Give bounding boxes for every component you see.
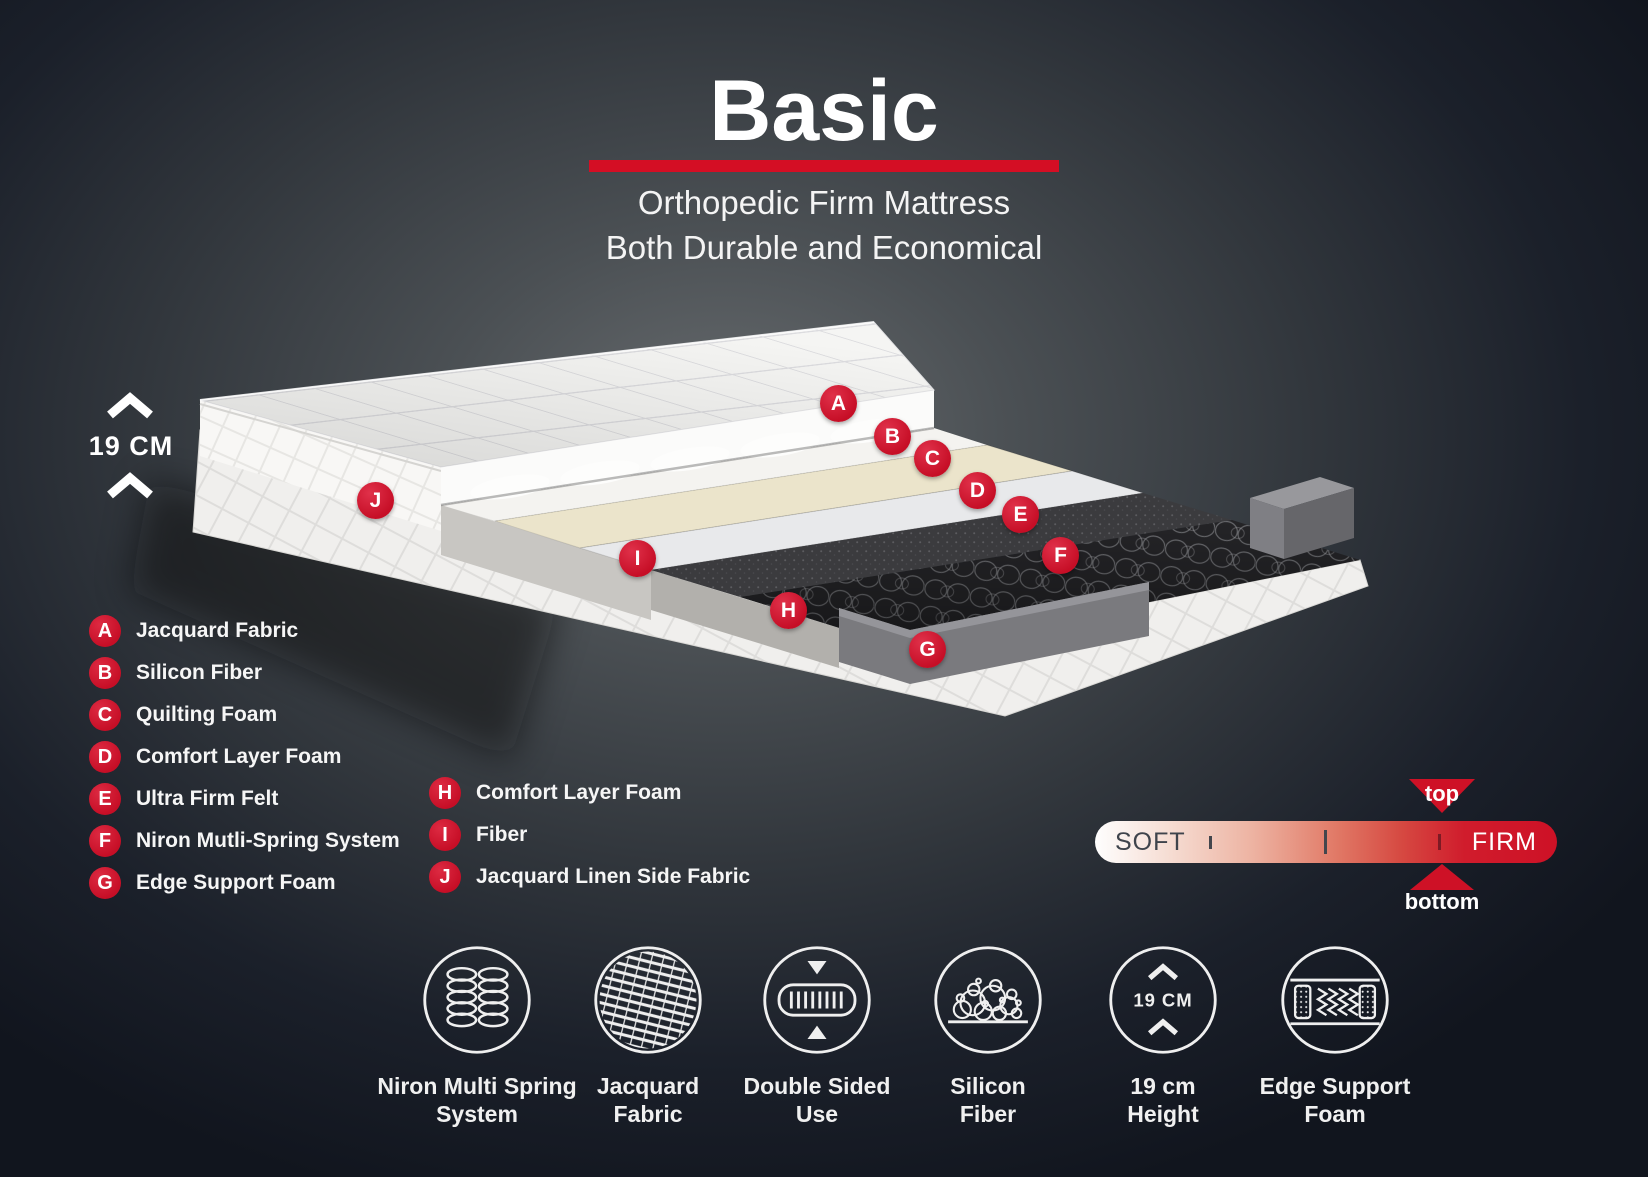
legend-item: C Quilting Foam — [89, 694, 400, 736]
legend-letter-badge: C — [89, 699, 121, 731]
legend-item-label: Ultra Firm Felt — [136, 787, 279, 810]
legend-item-label: Fiber — [476, 823, 528, 846]
layer-marker-j: J — [357, 482, 394, 519]
mattress-shadow — [130, 480, 560, 760]
layer-marker-g: G — [909, 631, 946, 668]
legend-item: I Fiber — [429, 814, 750, 856]
legend-item: F Niron Mutli-Spring System — [89, 820, 400, 862]
firmness-scale-bar: SOFT FIRM — [1095, 821, 1557, 863]
subtitle-line-1: Orthopedic Firm Mattress — [637, 184, 1011, 221]
legend-item: E Ultra Firm Felt — [89, 778, 400, 820]
page-subtitle: Orthopedic Firm Mattress Both Durable an… — [0, 180, 1648, 270]
layer-marker-c: C — [914, 440, 951, 477]
layer-marker-d: D — [959, 472, 996, 509]
subtitle-line-2: Both Durable and Economical — [605, 229, 1043, 266]
layer-e-firm-felt — [651, 493, 1232, 597]
firm-label: FIRM — [1471, 827, 1537, 856]
legend-letter-badge: B — [89, 657, 121, 689]
spring-layer-shading — [740, 520, 1360, 650]
legend-letter-badge: J — [429, 861, 461, 893]
legend-item-label: Comfort Layer Foam — [476, 781, 682, 804]
firmness-bottom-label: bottom — [1404, 889, 1480, 914]
height-indicator-label: 19 CM — [88, 431, 174, 461]
spring-coils-icon — [423, 946, 531, 1054]
side-face-i — [441, 505, 651, 620]
layer-marker-f: F — [1042, 537, 1079, 574]
legend-item: G Edge Support Foam — [89, 862, 400, 904]
legend-item-label: Comfort Layer Foam — [136, 745, 342, 768]
height-icon: 19 CM — [1109, 946, 1217, 1054]
fiber-cloud-icon — [934, 946, 1042, 1054]
legend-column-1: A Jacquard Fabric B Silicon Fiber C Quil… — [89, 610, 400, 904]
cut-shadow-line — [440, 426, 935, 507]
firmness-top-label: top — [1424, 781, 1460, 806]
soft-label: SOFT — [1115, 827, 1186, 856]
legend-letter-badge: H — [429, 777, 461, 809]
quilted-top-shading — [200, 322, 934, 467]
layer-marker-b: B — [874, 418, 911, 455]
svg-text:19 CM: 19 CM — [1133, 990, 1192, 1011]
legend-item-label: Silicon Fiber — [136, 661, 263, 684]
cover-rear-piping — [199, 321, 875, 401]
chevron-up-icon — [107, 392, 153, 419]
legend-letter-badge: D — [89, 741, 121, 773]
layer-marker-a: A — [820, 385, 857, 422]
page-title: Basic — [709, 63, 939, 159]
layer-b-silicon-fiber — [441, 428, 987, 521]
firmness-bottom-arrow — [1410, 864, 1474, 890]
fabric-weave-icon — [594, 946, 702, 1054]
legend-letter-badge: F — [89, 825, 121, 857]
firmness-top-arrow — [1409, 779, 1475, 813]
legend-letter-badge: A — [89, 615, 121, 647]
layer-marker-e: E — [1002, 496, 1039, 533]
legend-item-label: Niron Mutli-Spring System — [136, 829, 400, 852]
side-seam — [199, 403, 442, 472]
legend-letter-badge: G — [89, 867, 121, 899]
layer-marker-i: I — [619, 540, 656, 577]
legend-item: B Silicon Fiber — [89, 652, 400, 694]
legend-item: A Jacquard Fabric — [89, 610, 400, 652]
title-underline — [589, 160, 1059, 172]
legend-item: H Comfort Layer Foam — [429, 772, 750, 814]
double-sided-icon — [763, 946, 871, 1054]
corner-foam-right — [1284, 488, 1354, 559]
legend-letter-badge: I — [429, 819, 461, 851]
legend-item: J Jacquard Linen Side Fabric — [429, 856, 750, 898]
legend-column-2: H Comfort Layer Foam I Fiber J Jacquard … — [429, 772, 750, 898]
legend-item-label: Edge Support Foam — [136, 871, 336, 894]
scale-tick — [1324, 830, 1327, 854]
legend-letter-badge: E — [89, 783, 121, 815]
side-face-h — [651, 570, 839, 668]
edge-support-icon — [1281, 946, 1389, 1054]
scale-tick — [1438, 834, 1441, 850]
layer-marker-h: H — [770, 592, 807, 629]
legend-item-label: Jacquard Fabric — [136, 619, 299, 642]
legend-item-label: Quilting Foam — [136, 703, 278, 726]
legend-item-label: Jacquard Linen Side Fabric — [476, 865, 751, 888]
corner-foam-left — [1250, 498, 1284, 559]
legend-item: D Comfort Layer Foam — [89, 736, 400, 778]
corner-foam-top — [1250, 477, 1354, 509]
chevron-up-icon — [107, 472, 153, 499]
scale-tick — [1209, 836, 1212, 849]
